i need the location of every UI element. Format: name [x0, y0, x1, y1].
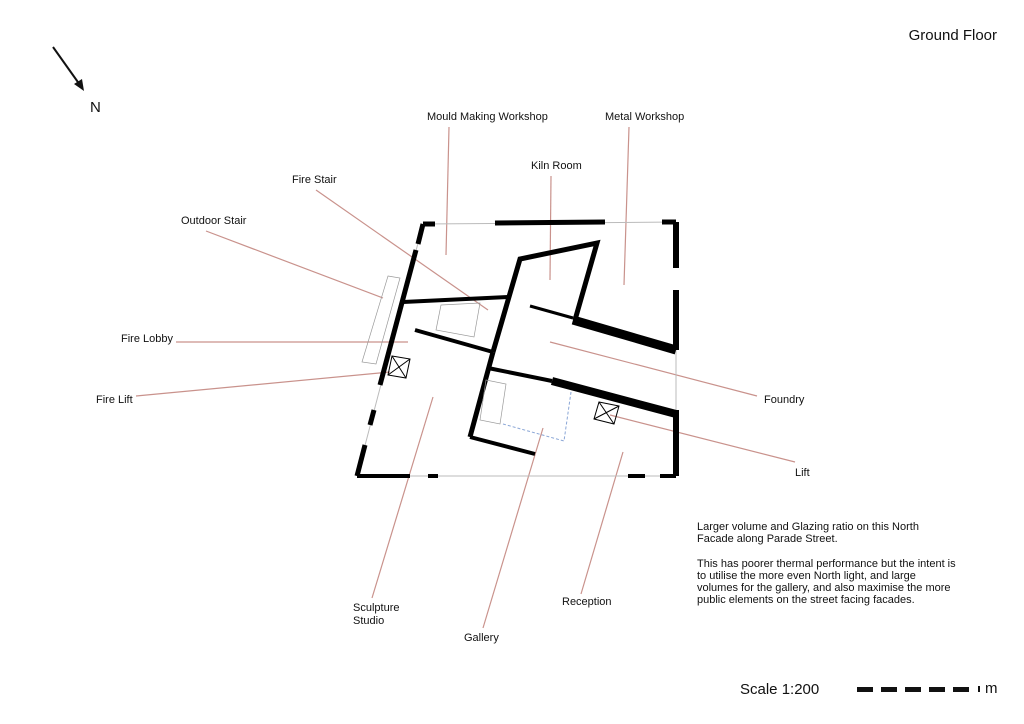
leader-metal	[623, 126, 630, 286]
label-fire-lobby: Fire Lobby	[121, 333, 173, 345]
label-sculpture-studio: Sculpture Studio	[353, 602, 399, 627]
label-metal-workshop: Metal Workshop	[605, 111, 685, 123]
label-reception: Reception	[562, 596, 612, 608]
label-outdoor-stair: Outdoor Stair	[181, 215, 247, 227]
leader-kiln	[549, 175, 552, 281]
label-sculpture-line2: Studio	[353, 614, 385, 627]
leader-fire-lift	[135, 371, 391, 397]
fire-lift-icon	[387, 355, 411, 379]
leader-sculpture	[371, 396, 434, 599]
label-mould-making-workshop: Mould Making Workshop	[427, 111, 548, 123]
north-label: N	[90, 99, 101, 116]
leader-lift	[609, 414, 796, 463]
label-kiln-room: Kiln Room	[531, 160, 582, 172]
north-arrow-icon	[52, 46, 84, 91]
label-lift: Lift	[795, 467, 810, 479]
scale-bar	[857, 686, 980, 692]
label-gallery: Gallery	[464, 632, 499, 644]
label-fire-lift: Fire Lift	[96, 394, 133, 406]
leader-foundry	[549, 341, 758, 397]
note-paragraph-1: Larger volume and Glazing ratio on this …	[697, 521, 919, 546]
lift-icon	[593, 401, 620, 425]
note-paragraph-2: This has poorer thermal performance but …	[697, 557, 956, 607]
scale-label: Scale 1:200	[740, 681, 820, 698]
leader-fire-stair	[315, 189, 489, 311]
label-foundry: Foundry	[764, 394, 805, 406]
outer-walls	[354, 219, 679, 478]
inner-walls	[402, 239, 678, 456]
leader-outdoor-stair	[205, 230, 384, 299]
design-note: Larger volume and Glazing ratio on this …	[697, 521, 957, 619]
stairs	[361, 275, 507, 425]
label-fire-stair: Fire Stair	[292, 174, 337, 186]
leader-gallery	[482, 427, 544, 629]
leader-reception	[580, 451, 624, 595]
page-title: Ground Floor	[908, 27, 997, 44]
scale-unit: m	[985, 680, 998, 697]
leader-mould	[445, 126, 450, 256]
label-sculpture-line1: Sculpture	[353, 602, 400, 614]
